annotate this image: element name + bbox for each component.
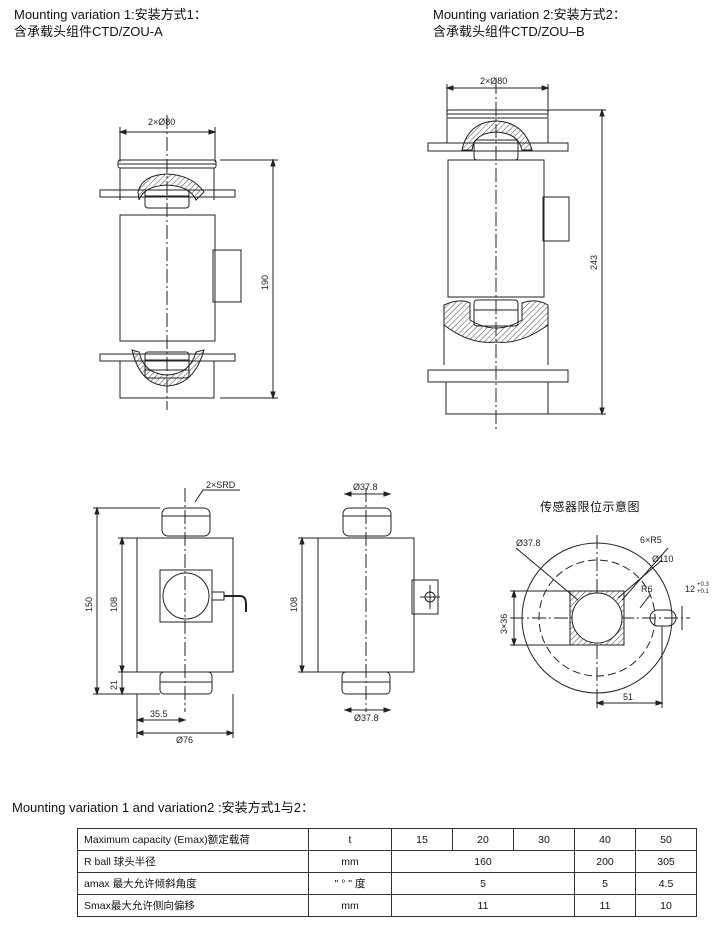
v2-dim-height: 243: [589, 255, 599, 270]
value-cell: 20: [452, 828, 514, 851]
limit-d12-tol-up: +0.3: [697, 582, 710, 588]
unit-cell: mm: [308, 894, 392, 917]
value-cell: 11: [574, 894, 636, 917]
limit-d3x36: 3×36: [499, 614, 509, 634]
front-d76: Ø76: [176, 735, 193, 745]
value-cell: 40: [574, 828, 636, 851]
param-cell: amax 最大允许倾斜角度: [77, 872, 309, 895]
side-view-drawing: [298, 488, 440, 713]
table-row: amax 最大允许倾斜角度 " ° " 度 5 5 4.5: [77, 872, 697, 895]
value-cell: 5: [391, 872, 575, 895]
table-row: Maximum capacity (Emax)额定载荷 t 15 20 30 4…: [77, 828, 697, 851]
limit-d12: 12: [685, 584, 695, 594]
variation1-title: Mounting variation 1:安装方式1：: [14, 7, 207, 22]
side-bottom: Ø37.8: [354, 713, 379, 723]
param-cell: Smax最大允许侧向偏移: [77, 894, 309, 917]
value-cell: 15: [391, 828, 453, 851]
spec-table: Maximum capacity (Emax)额定载荷 t 15 20 30 4…: [77, 828, 697, 917]
front-d108: 108: [109, 597, 119, 612]
front-srd: 2×SRD: [206, 480, 236, 490]
variation2-drawing: [427, 80, 606, 430]
value-cell: 4.5: [635, 872, 697, 895]
unit-cell: mm: [308, 850, 392, 873]
value-cell: 5: [574, 872, 636, 895]
limit-d37-8: Ø37.8: [516, 538, 541, 548]
value-cell: 305: [635, 850, 697, 873]
variation1-drawing: [99, 115, 278, 410]
value-cell: 200: [574, 850, 636, 873]
limit-r6: R6: [641, 584, 653, 594]
variation1-header: Mounting variation 1:安装方式1： 含承载头组件CTD/ZO…: [14, 6, 207, 40]
limit-view-drawing: [510, 535, 690, 708]
unit-cell: t: [308, 828, 392, 851]
table-title: Mounting variation 1 and variation2 :安装方…: [12, 800, 315, 815]
limit-d12-tol-dn: +0.1: [697, 589, 710, 595]
limit-d51: 51: [623, 692, 633, 702]
value-cell: 10: [635, 894, 697, 917]
front-d150: 150: [84, 597, 94, 612]
value-cell: 160: [391, 850, 575, 873]
variation2-subtitle: 含承载头组件CTD/ZOU–B: [433, 24, 585, 39]
table-row: Smax最大允许侧向偏移 mm 11 11 10: [77, 894, 697, 917]
variation2-title: Mounting variation 2:安装方式2：: [433, 7, 626, 22]
v1-dim-top: 2×Ø80: [148, 117, 175, 127]
param-cell: R ball 球头半径: [77, 850, 309, 873]
variation1-subtitle: 含承载头组件CTD/ZOU-A: [14, 24, 163, 39]
side-top: Ø37.8: [353, 482, 378, 492]
variation2-header: Mounting variation 2:安装方式2： 含承载头组件CTD/ZO…: [433, 6, 626, 40]
param-cell: Maximum capacity (Emax)额定载荷: [77, 828, 309, 851]
front-view-drawing: [93, 488, 247, 738]
limit-view-title: 传感器限位示意图: [540, 500, 641, 514]
front-d21: 21: [109, 680, 119, 690]
table-row: R ball 球头半径 mm 160 200 305: [77, 850, 697, 873]
limit-d110: Ø110: [652, 554, 673, 564]
side-d108: 108: [289, 597, 299, 612]
unit-cell: " ° " 度: [308, 872, 392, 895]
value-cell: 11: [391, 894, 575, 917]
value-cell: 50: [635, 828, 697, 851]
front-d35-5: 35.5: [150, 709, 168, 719]
limit-r5: 6×R5: [640, 535, 662, 545]
v1-dim-height: 190: [260, 275, 270, 290]
value-cell: 30: [513, 828, 575, 851]
v2-dim-top: 2×Ø80: [480, 76, 507, 86]
